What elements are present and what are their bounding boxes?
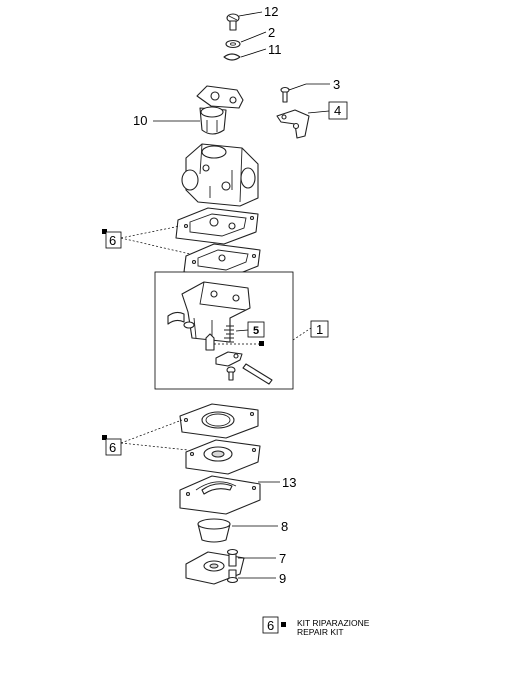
lower-diaphragm (185, 439, 261, 475)
callout-11: 11 (268, 42, 282, 57)
part-11-clip (223, 53, 241, 61)
part-12-screw (226, 13, 240, 31)
callout-4: 4 (334, 103, 341, 118)
callout-12: 12 (264, 4, 278, 19)
lower-gasket-1 (179, 403, 259, 439)
legend: 6 KIT RIPARAZIONE REPAIR KIT (262, 616, 370, 637)
carburetor-upper-body (181, 143, 259, 207)
kit-marker-upper (102, 229, 107, 234)
lever-linkage (215, 351, 243, 367)
callout-5: 5 (253, 325, 259, 337)
callout-8: 8 (281, 519, 288, 534)
legend-kit-marker (281, 622, 286, 627)
callout-7: 7 (279, 551, 286, 566)
part-8-primer-bulb (197, 518, 231, 543)
part-7-screw (226, 548, 239, 567)
upper-gasket-1 (175, 207, 259, 245)
legend-line-2: REPAIR KIT (297, 627, 344, 637)
pivot-screw (226, 366, 236, 381)
part-2-washer (225, 39, 241, 49)
part-9-screw (226, 569, 239, 584)
callout-1: 1 (316, 322, 323, 337)
callout-13: 13 (282, 475, 296, 490)
part-3-screw (280, 86, 290, 103)
part-5-spring (224, 325, 234, 343)
needle-valve (205, 333, 215, 351)
callout-3: 3 (333, 77, 340, 92)
callout-10: 10 (133, 113, 147, 128)
callout-6-upper: 6 (109, 233, 116, 248)
callout-6-lower: 6 (109, 440, 116, 455)
kit-marker-5 (259, 341, 264, 346)
part-13-cover (179, 475, 261, 515)
pivot-pin (242, 363, 273, 385)
legend-line-1: KIT RIPARAZIONE (297, 618, 370, 628)
legend-number: 6 (267, 618, 274, 633)
callout-9: 9 (279, 571, 286, 586)
carburetor-pump-body (167, 281, 251, 343)
callout-2: 2 (268, 25, 275, 40)
upper-gasket-2 (183, 243, 261, 279)
kit-marker-lower (102, 435, 107, 440)
part-10-throttle-lever (196, 85, 244, 135)
part-4-bracket (276, 109, 310, 139)
